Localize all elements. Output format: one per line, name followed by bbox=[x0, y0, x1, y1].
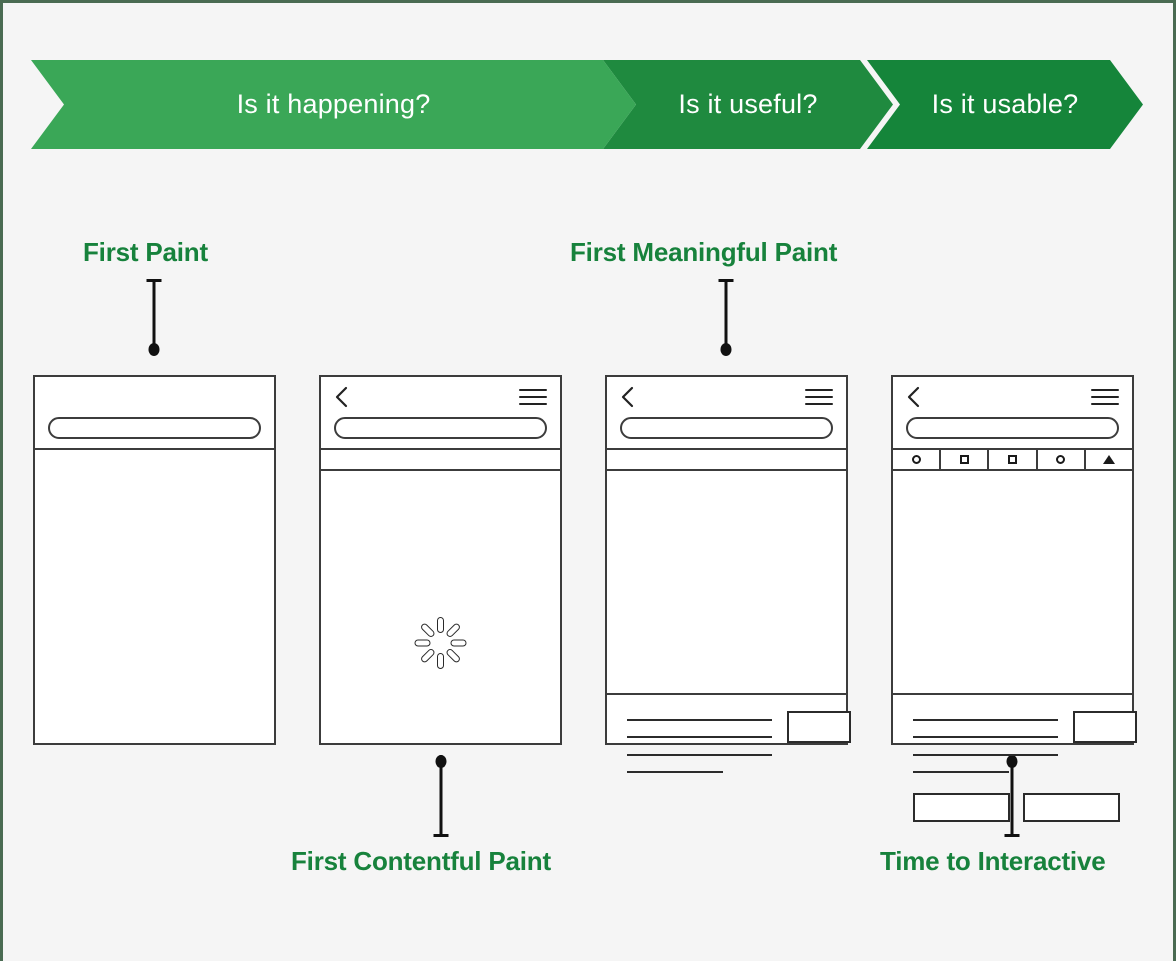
connector-first-contentful-paint bbox=[431, 755, 451, 837]
spinner-segment bbox=[437, 617, 444, 633]
address-bar[interactable] bbox=[906, 417, 1119, 439]
spinner-segment bbox=[419, 647, 436, 664]
connector-line bbox=[152, 279, 156, 355]
phone-content bbox=[607, 471, 851, 837]
address-bar[interactable] bbox=[48, 417, 261, 439]
text-placeholder-line-2 bbox=[913, 754, 1058, 756]
connector-dot bbox=[720, 343, 732, 356]
loading-spinner-icon bbox=[414, 617, 467, 669]
connector-time-to-interactive bbox=[1002, 755, 1022, 837]
metric-label-first-contentful-paint: First Contentful Paint bbox=[291, 846, 551, 876]
text-placeholder-line-3 bbox=[913, 771, 1009, 773]
hamburger-menu-icon[interactable] bbox=[1091, 389, 1119, 407]
connector-dot bbox=[1006, 755, 1018, 768]
text-placeholder-line-2 bbox=[627, 754, 772, 756]
connector-first-paint bbox=[144, 279, 164, 356]
phone-first-contentful-paint bbox=[319, 375, 562, 745]
text-placeholder-line-1 bbox=[627, 736, 772, 738]
phone-content bbox=[321, 471, 560, 837]
connector-line bbox=[439, 755, 443, 837]
content-divider bbox=[893, 693, 1132, 695]
placeholder-thumb bbox=[787, 711, 851, 743]
connector-cap bbox=[1004, 834, 1020, 837]
back-chevron-icon[interactable] bbox=[906, 385, 922, 409]
text-placeholder-line-1 bbox=[913, 736, 1058, 738]
content-divider bbox=[607, 693, 846, 695]
hamburger-menu-icon[interactable] bbox=[519, 389, 547, 407]
connector-cap bbox=[146, 279, 162, 282]
connector-cap bbox=[718, 279, 734, 282]
phase-banner: Is it happening? Is it useful? Is it usabl… bbox=[31, 60, 1143, 149]
square-icon bbox=[959, 455, 969, 464]
phone-header bbox=[607, 377, 846, 450]
phase-chevron-is-it-useful[interactable]: Is it useful? bbox=[603, 60, 893, 149]
phase-chevron-is-it-usable[interactable]: Is it usable? bbox=[867, 60, 1143, 149]
connector-line bbox=[1010, 755, 1014, 837]
metric-label-first-paint: First Paint bbox=[83, 237, 208, 267]
phone-header bbox=[893, 377, 1132, 450]
circle-icon bbox=[1056, 455, 1066, 464]
tab-cell-4[interactable] bbox=[1086, 450, 1132, 469]
spinner-segment bbox=[445, 647, 462, 664]
text-placeholder-line-0 bbox=[913, 719, 1058, 721]
connector-first-meaningful-paint bbox=[716, 279, 736, 356]
action-right-button[interactable] bbox=[1023, 793, 1120, 822]
spinner-segment bbox=[445, 622, 462, 639]
connector-line bbox=[724, 279, 728, 355]
phone-content bbox=[893, 471, 1137, 837]
connector-cap bbox=[433, 834, 449, 837]
tab-cell-0[interactable] bbox=[893, 450, 942, 469]
phase-label-is-it-happening: Is it happening? bbox=[236, 89, 431, 119]
spinner-segment bbox=[437, 653, 444, 669]
metric-label-first-meaningful-paint: First Meaningful Paint bbox=[570, 237, 838, 267]
square-icon bbox=[1008, 455, 1017, 464]
phone-first-meaningful-paint bbox=[605, 375, 851, 773]
address-bar[interactable] bbox=[620, 417, 833, 439]
metric-label-time-to-interactive: Time to Interactive bbox=[880, 846, 1106, 876]
tab-cell-3[interactable] bbox=[1038, 450, 1086, 469]
phone-time-to-interactive bbox=[891, 375, 1137, 822]
phone-header bbox=[35, 377, 274, 450]
spinner-segment bbox=[419, 622, 436, 639]
triangle-icon bbox=[1102, 455, 1115, 464]
action-left-button[interactable] bbox=[913, 793, 1010, 822]
circle-icon bbox=[911, 455, 921, 464]
hamburger-menu-icon[interactable] bbox=[805, 389, 833, 407]
placeholder-thumb bbox=[1073, 711, 1137, 743]
tab-strip bbox=[321, 450, 560, 471]
address-bar[interactable] bbox=[334, 417, 547, 439]
back-chevron-icon[interactable] bbox=[620, 385, 636, 409]
phase-label-is-it-useful: Is it useful? bbox=[678, 89, 818, 119]
spinner-segment bbox=[450, 639, 467, 647]
text-placeholder-line-0 bbox=[627, 719, 772, 721]
text-placeholder-line-3 bbox=[627, 771, 723, 773]
tab-cell-2[interactable] bbox=[989, 450, 1038, 469]
spinner-segment bbox=[414, 639, 431, 647]
phase-chevron-is-it-happening[interactable]: Is it happening? bbox=[31, 60, 636, 149]
phase-label-is-it-usable: Is it usable? bbox=[931, 89, 1079, 119]
back-chevron-icon[interactable] bbox=[334, 385, 350, 409]
phone-content bbox=[35, 450, 274, 816]
connector-dot bbox=[435, 755, 447, 768]
phone-header bbox=[321, 377, 560, 450]
connector-dot bbox=[148, 343, 160, 356]
tab-strip bbox=[893, 450, 1132, 471]
phone-first-paint bbox=[33, 375, 276, 745]
tab-cell-1[interactable] bbox=[941, 450, 990, 469]
tab-strip bbox=[607, 450, 846, 471]
